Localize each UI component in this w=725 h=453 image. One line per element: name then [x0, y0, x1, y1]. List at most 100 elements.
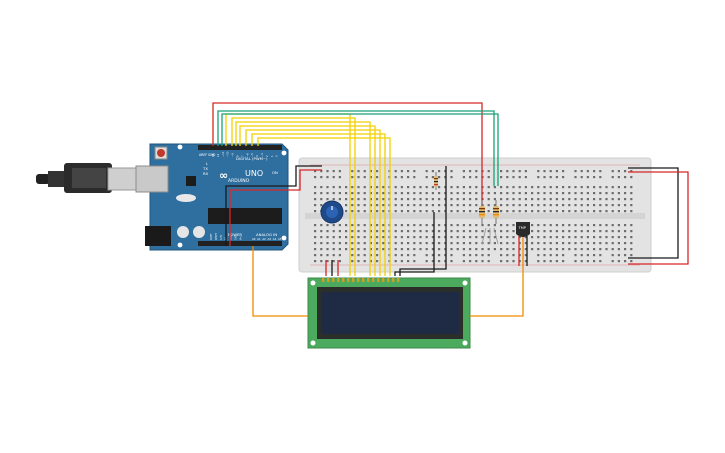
breadboard-hole[interactable]	[376, 170, 379, 173]
breadboard-hole[interactable]	[450, 260, 453, 263]
breadboard-hole[interactable]	[314, 210, 317, 213]
breadboard-hole[interactable]	[320, 248, 323, 251]
breadboard-hole[interactable]	[338, 170, 341, 173]
breadboard-hole[interactable]	[394, 236, 397, 239]
breadboard-hole[interactable]	[593, 230, 596, 233]
breadboard-hole[interactable]	[543, 186, 546, 189]
breadboard-hole[interactable]	[506, 192, 509, 195]
breadboard-hole[interactable]	[611, 198, 614, 201]
breadboard-hole[interactable]	[475, 210, 478, 213]
breadboard[interactable]	[298, 157, 652, 273]
breadboard-hole[interactable]	[487, 254, 490, 257]
breadboard-hole[interactable]	[562, 236, 565, 239]
breadboard-hole[interactable]	[369, 236, 372, 239]
breadboard-hole[interactable]	[332, 236, 335, 239]
breadboard-hole[interactable]	[332, 224, 335, 227]
breadboard-hole[interactable]	[475, 254, 478, 257]
breadboard-hole[interactable]	[537, 204, 540, 207]
breadboard-hole[interactable]	[462, 242, 465, 245]
breadboard-hole[interactable]	[537, 242, 540, 245]
breadboard-hole[interactable]	[493, 198, 496, 201]
breadboard-hole[interactable]	[493, 236, 496, 239]
breadboard-hole[interactable]	[407, 236, 410, 239]
breadboard-hole[interactable]	[332, 254, 335, 257]
breadboard-hole[interactable]	[382, 224, 385, 227]
breadboard-hole[interactable]	[549, 242, 552, 245]
breadboard-hole[interactable]	[332, 260, 335, 263]
lcd-pin[interactable]	[337, 278, 340, 282]
breadboard-hole[interactable]	[326, 236, 329, 239]
breadboard-hole[interactable]	[363, 186, 366, 189]
breadboard-hole[interactable]	[357, 260, 360, 263]
breadboard-hole[interactable]	[574, 210, 577, 213]
breadboard-hole[interactable]	[444, 170, 447, 173]
breadboard-hole[interactable]	[431, 248, 434, 251]
breadboard-hole[interactable]	[431, 210, 434, 213]
breadboard-hole[interactable]	[562, 210, 565, 213]
breadboard-hole[interactable]	[338, 248, 341, 251]
breadboard-hole[interactable]	[320, 204, 323, 207]
breadboard-hole[interactable]	[400, 170, 403, 173]
breadboard-hole[interactable]	[419, 230, 422, 233]
breadboard-hole[interactable]	[462, 204, 465, 207]
breadboard-hole[interactable]	[450, 242, 453, 245]
breadboard-hole[interactable]	[493, 192, 496, 195]
breadboard-hole[interactable]	[382, 236, 385, 239]
breadboard-hole[interactable]	[462, 260, 465, 263]
breadboard-hole[interactable]	[369, 254, 372, 257]
breadboard-hole[interactable]	[580, 176, 583, 179]
breadboard-hole[interactable]	[444, 198, 447, 201]
breadboard-hole[interactable]	[413, 204, 416, 207]
breadboard-hole[interactable]	[332, 176, 335, 179]
breadboard-hole[interactable]	[611, 186, 614, 189]
breadboard-hole[interactable]	[314, 248, 317, 251]
breadboard-hole[interactable]	[481, 236, 484, 239]
breadboard-hole[interactable]	[369, 198, 372, 201]
breadboard-hole[interactable]	[580, 254, 583, 257]
arduino-uno-board[interactable]: ∞ ARDUINO UNO DIGITAL (PWM~) ANALOG IN P…	[36, 143, 289, 251]
breadboard-hole[interactable]	[512, 224, 515, 227]
breadboard-hole[interactable]	[506, 236, 509, 239]
breadboard-hole[interactable]	[444, 260, 447, 263]
breadboard-hole[interactable]	[314, 192, 317, 195]
breadboard-hole[interactable]	[624, 224, 627, 227]
breadboard-hole[interactable]	[605, 236, 608, 239]
breadboard-hole[interactable]	[624, 204, 627, 207]
breadboard-hole[interactable]	[537, 260, 540, 263]
breadboard-hole[interactable]	[475, 192, 478, 195]
breadboard-hole[interactable]	[400, 254, 403, 257]
breadboard-hole[interactable]	[413, 210, 416, 213]
breadboard-hole[interactable]	[338, 224, 341, 227]
breadboard-hole[interactable]	[407, 230, 410, 233]
breadboard-hole[interactable]	[500, 248, 503, 251]
breadboard-hole[interactable]	[394, 224, 397, 227]
breadboard-hole[interactable]	[345, 186, 348, 189]
breadboard-hole[interactable]	[469, 254, 472, 257]
breadboard-hole[interactable]	[363, 176, 366, 179]
breadboard-hole[interactable]	[475, 260, 478, 263]
breadboard-hole[interactable]	[438, 192, 441, 195]
breadboard-hole[interactable]	[568, 186, 571, 189]
breadboard-hole[interactable]	[376, 176, 379, 179]
breadboard-hole[interactable]	[549, 210, 552, 213]
breadboard-hole[interactable]	[630, 242, 633, 245]
breadboard-hole[interactable]	[431, 192, 434, 195]
breadboard-hole[interactable]	[469, 230, 472, 233]
breadboard-hole[interactable]	[599, 230, 602, 233]
breadboard-hole[interactable]	[574, 176, 577, 179]
breadboard-hole[interactable]	[400, 186, 403, 189]
breadboard-hole[interactable]	[624, 254, 627, 257]
breadboard-hole[interactable]	[425, 198, 428, 201]
breadboard-hole[interactable]	[363, 204, 366, 207]
breadboard-hole[interactable]	[617, 254, 620, 257]
breadboard-hole[interactable]	[450, 224, 453, 227]
breadboard-hole[interactable]	[586, 260, 589, 263]
breadboard-hole[interactable]	[543, 170, 546, 173]
breadboard-hole[interactable]	[394, 186, 397, 189]
breadboard-hole[interactable]	[444, 224, 447, 227]
breadboard-hole[interactable]	[357, 254, 360, 257]
breadboard-hole[interactable]	[586, 242, 589, 245]
breadboard-hole[interactable]	[624, 260, 627, 263]
breadboard-hole[interactable]	[586, 210, 589, 213]
breadboard-hole[interactable]	[425, 170, 428, 173]
